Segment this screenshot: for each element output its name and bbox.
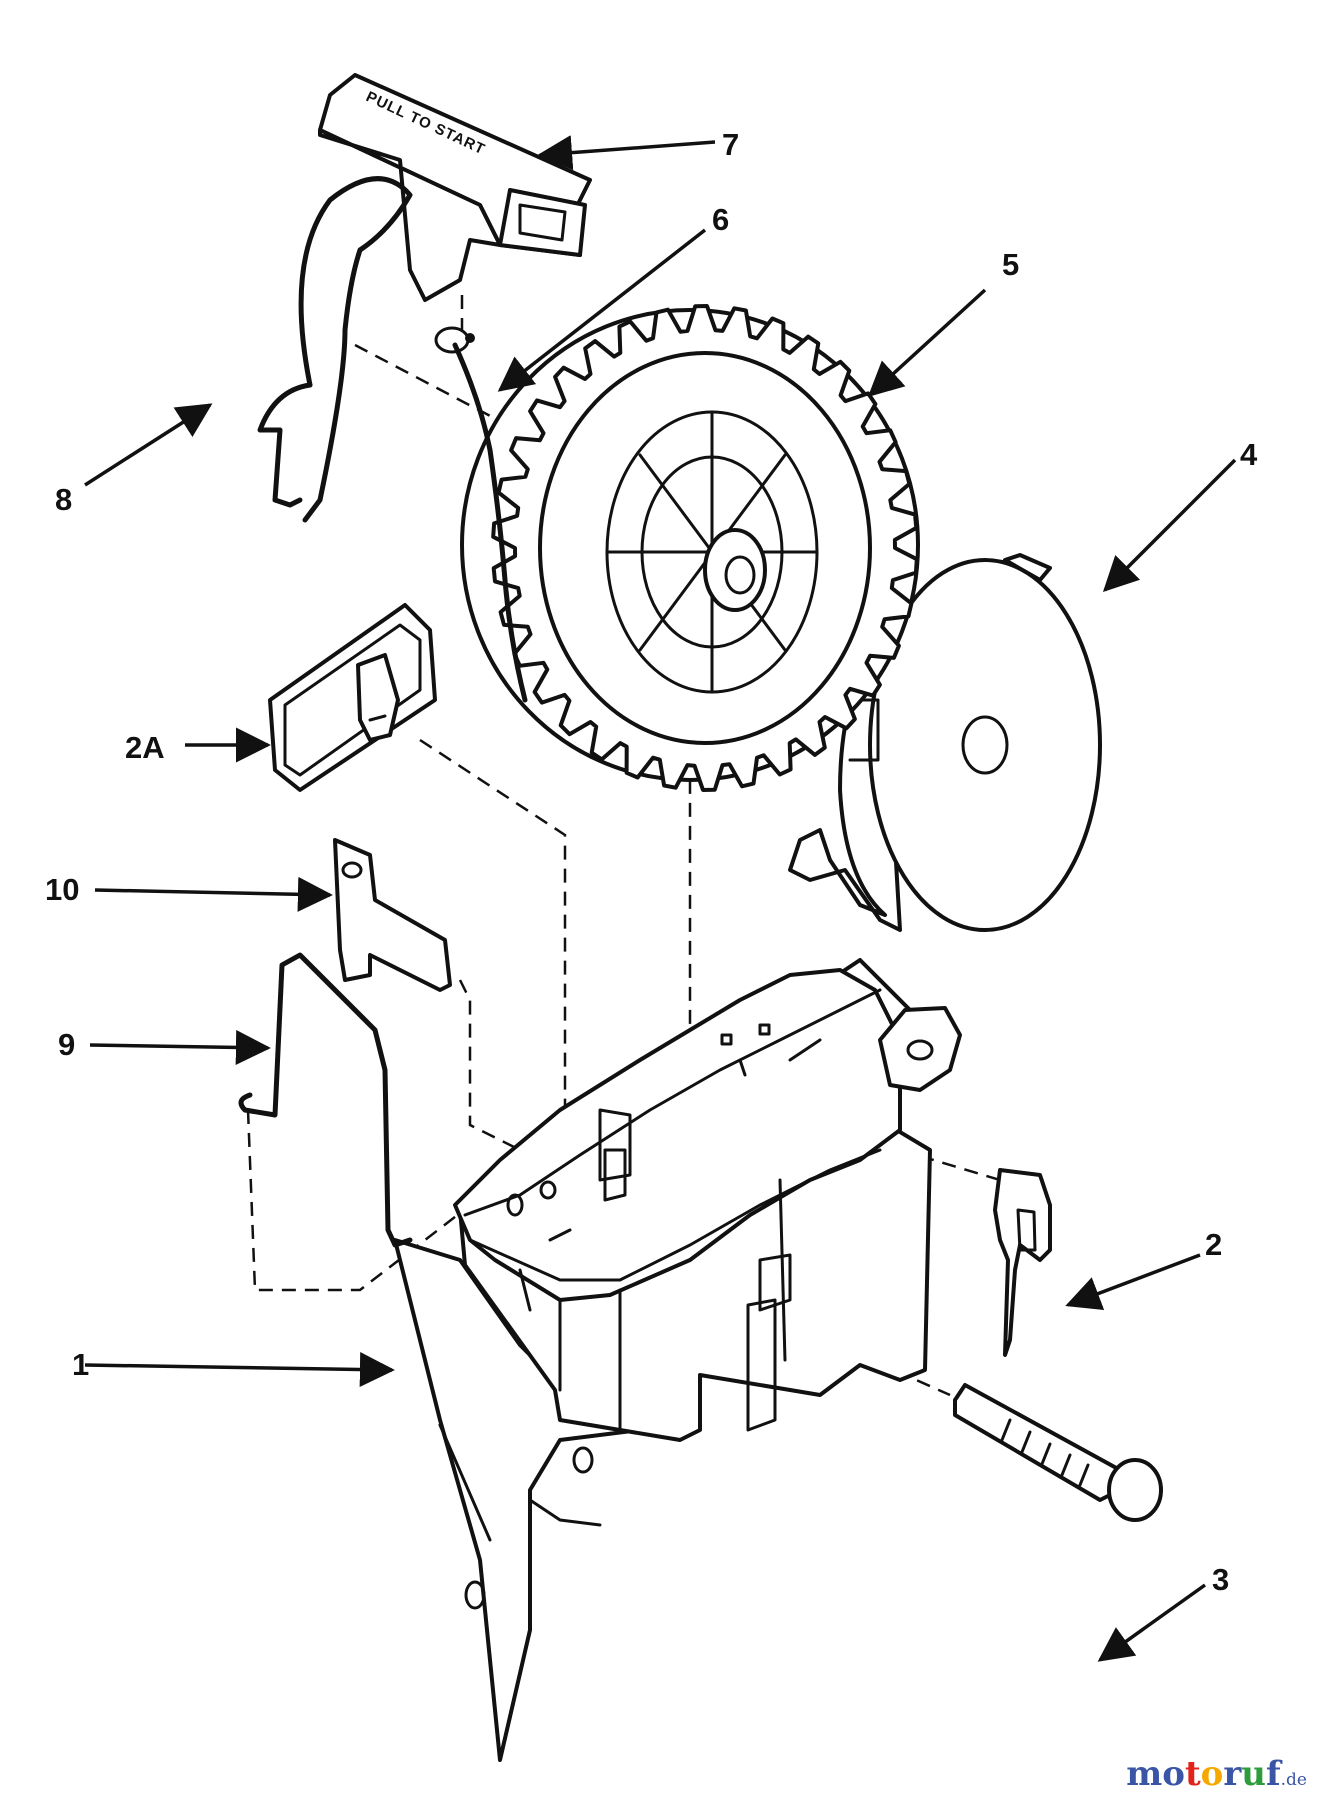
part-2-clip — [993, 1168, 1052, 1357]
callout-5: 5 — [1002, 247, 1019, 282]
part-2a-brake-plate — [268, 603, 437, 792]
part-6-rope — [434, 326, 528, 703]
part-10-lever — [333, 838, 452, 992]
part-4-spring-cover — [788, 553, 1102, 932]
callout-3: 3 — [1212, 1562, 1229, 1597]
callout-labels: 7 6 5 4 8 2A 10 9 2 1 3 — [45, 127, 1258, 1597]
watermark-name: motoruf — [1126, 1754, 1281, 1794]
callout-10: 10 — [45, 872, 79, 907]
watermark-logo: motoruf.de — [1126, 1754, 1307, 1794]
callout-2a: 2A — [125, 730, 165, 765]
callout-1: 1 — [72, 1347, 89, 1382]
leader-lines — [84, 135, 1237, 1662]
callout-4: 4 — [1240, 437, 1258, 472]
callout-8: 8 — [55, 482, 72, 517]
callout-2: 2 — [1205, 1227, 1222, 1262]
part-5-pulley — [460, 304, 920, 792]
part-3-pin — [953, 1383, 1163, 1522]
part-7-handle: PULL TO START — [318, 73, 592, 302]
callout-7: 7 — [722, 127, 739, 162]
part-9-wire-spring — [238, 952, 413, 1248]
watermark-suffix: .de — [1280, 1770, 1307, 1790]
part-1-starter-bracket — [393, 958, 962, 1762]
callout-6: 6 — [712, 202, 729, 237]
part-8-wire-link — [257, 176, 413, 523]
callout-9: 9 — [58, 1027, 75, 1062]
